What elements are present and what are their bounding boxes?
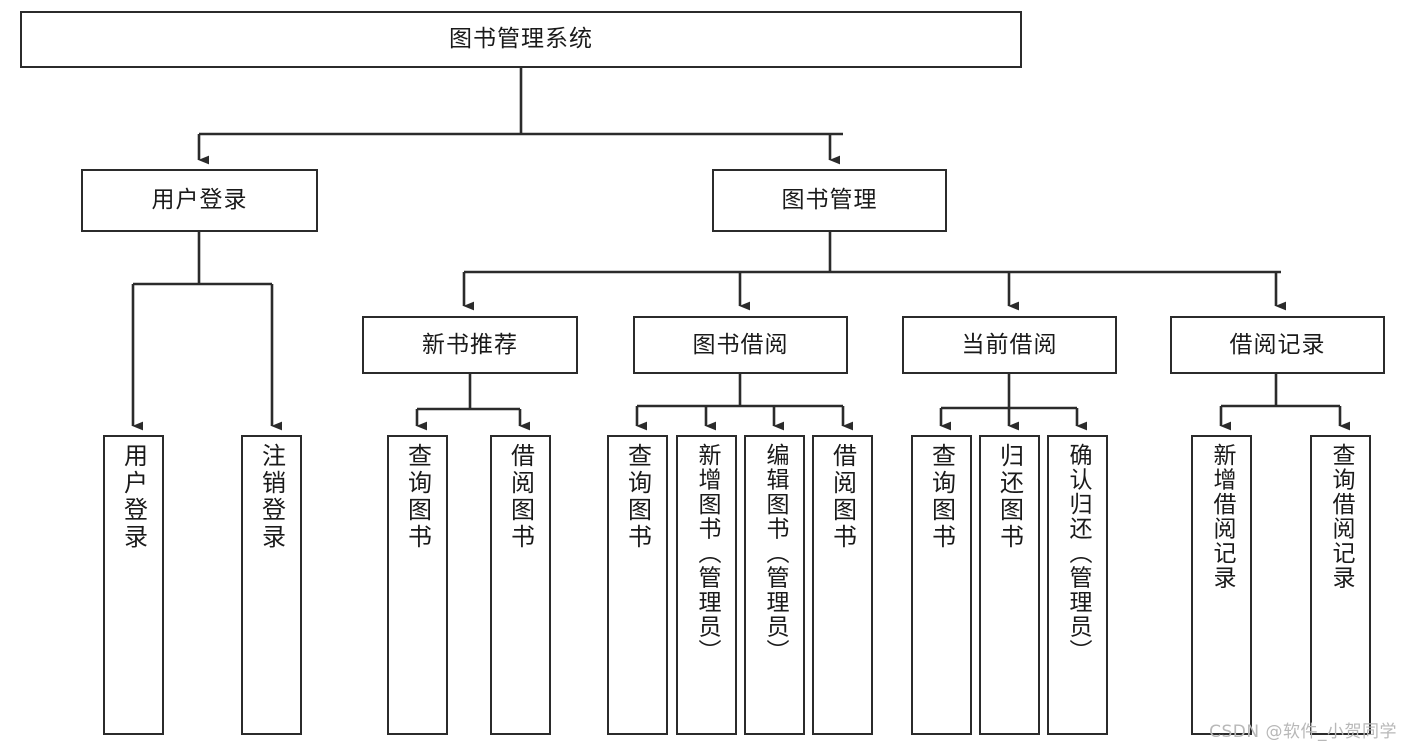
node-label: 图书管理系统 <box>449 26 593 53</box>
leaf-return-book[interactable]: 归还图书 <box>979 435 1040 735</box>
node-label: 图书借阅 <box>692 331 789 358</box>
node-borrow-record[interactable]: 借阅记录 <box>1170 316 1385 374</box>
node-label: 查询图书 <box>623 443 652 551</box>
node-label: 新书推荐 <box>422 331 518 358</box>
node-book-manage[interactable]: 图书管理 <box>712 169 947 232</box>
node-label: 查询图书 <box>927 443 956 551</box>
leaf-borrow-book-recommend[interactable]: 借阅图书 <box>490 435 551 735</box>
leaf-add-borrow-record[interactable]: 新增借阅记录 <box>1191 435 1252 735</box>
leaf-borrow-book[interactable]: 借阅图书 <box>812 435 873 735</box>
leaf-edit-book[interactable]: 编辑图书（管理员） <box>744 435 805 735</box>
node-label: 新增借阅记录 <box>1209 443 1235 590</box>
node-label: 确认归还（管理员） <box>1065 443 1091 664</box>
node-label: 用户登录 <box>151 187 248 214</box>
leaf-user-login[interactable]: 用户登录 <box>103 435 164 735</box>
node-label: 编辑图书（管理员） <box>762 443 788 664</box>
node-label: 用户登录 <box>119 443 148 551</box>
node-root-system[interactable]: 图书管理系统 <box>20 11 1022 68</box>
node-user-login[interactable]: 用户登录 <box>81 169 318 232</box>
node-label: 当前借阅 <box>961 331 1058 358</box>
leaf-query-book-recommend[interactable]: 查询图书 <box>387 435 448 735</box>
leaf-confirm-return[interactable]: 确认归还（管理员） <box>1047 435 1108 735</box>
node-label: 借阅图书 <box>506 443 535 551</box>
leaf-add-book[interactable]: 新增图书（管理员） <box>676 435 737 735</box>
node-current-borrow[interactable]: 当前借阅 <box>902 316 1117 374</box>
csdn-watermark: CSDN @软件_小贺同学 <box>1209 722 1397 742</box>
leaf-query-book-current[interactable]: 查询图书 <box>911 435 972 735</box>
node-label: 借阅图书 <box>828 443 857 551</box>
node-book-borrow[interactable]: 图书借阅 <box>633 316 848 374</box>
leaf-logout[interactable]: 注销登录 <box>241 435 302 735</box>
node-label: 图书管理 <box>781 187 878 214</box>
leaf-query-book-borrow[interactable]: 查询图书 <box>607 435 668 735</box>
node-label: 查询借阅记录 <box>1328 443 1354 590</box>
node-label: 归还图书 <box>995 443 1024 551</box>
leaf-query-borrow-record[interactable]: 查询借阅记录 <box>1310 435 1371 735</box>
node-label: 新增图书（管理员） <box>694 443 720 664</box>
node-label: 借阅记录 <box>1229 331 1326 358</box>
node-label: 查询图书 <box>403 443 432 551</box>
node-new-book-recommend[interactable]: 新书推荐 <box>362 316 578 374</box>
node-label: 注销登录 <box>257 443 286 551</box>
